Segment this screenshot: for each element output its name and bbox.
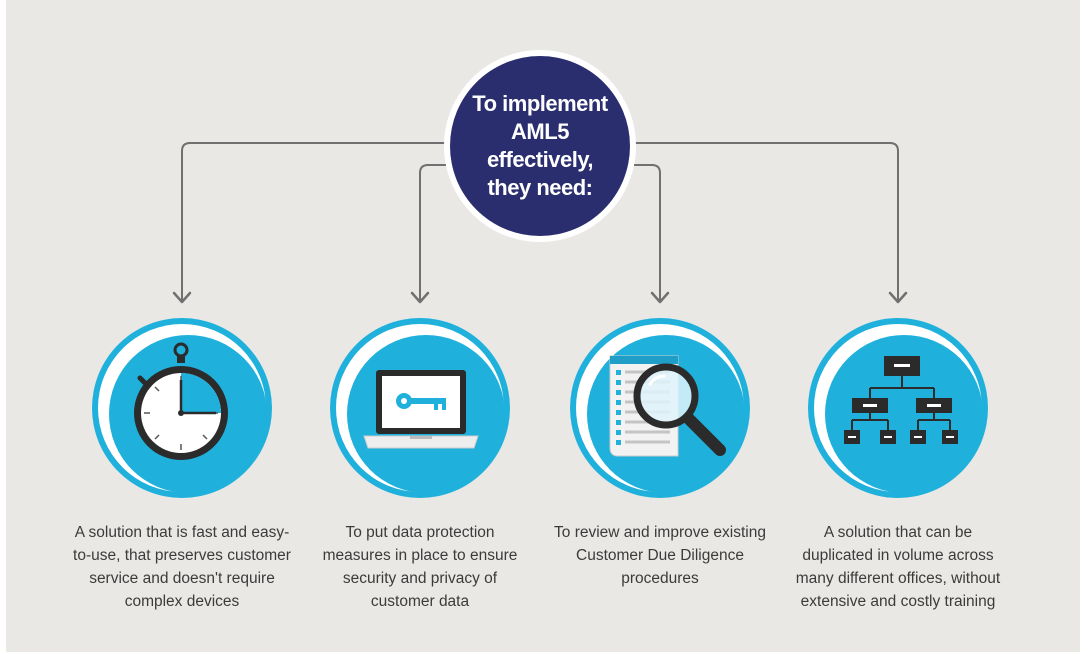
arrow-head-3 [650, 291, 670, 304]
hub-circle: To implement AML5 effectively, they need… [444, 50, 636, 242]
arrow-head-2 [410, 291, 430, 304]
need-caption-3: To review and improve existing Customer … [554, 524, 766, 587]
hub-inner: To implement AML5 effectively, they need… [450, 56, 630, 236]
hub-title: To implement AML5 effectively, they need… [472, 91, 608, 200]
connector-outer-left [181, 142, 453, 301]
stopwatch-icon [134, 342, 228, 460]
connector-outer-right [627, 142, 899, 301]
org-chart-icon [844, 356, 958, 444]
need-caption-2: To put data protection measures in place… [322, 524, 518, 610]
document-magnifier-icon [609, 355, 726, 457]
need-node-4 [808, 318, 988, 498]
connector-inner-left [419, 164, 460, 301]
arrow-head-1 [172, 291, 192, 304]
need-caption-1: A solution that is fast and easy-to-use,… [73, 524, 291, 610]
arrow-head-4 [888, 291, 908, 304]
need-node-1 [92, 318, 272, 498]
need-caption-4: A solution that can be duplicated in vol… [795, 524, 1001, 610]
need-node-2 [330, 318, 510, 498]
laptop-key-icon [363, 370, 479, 449]
connector-inner-right [620, 164, 661, 301]
need-node-3 [570, 318, 750, 498]
page-edge [0, 0, 6, 652]
